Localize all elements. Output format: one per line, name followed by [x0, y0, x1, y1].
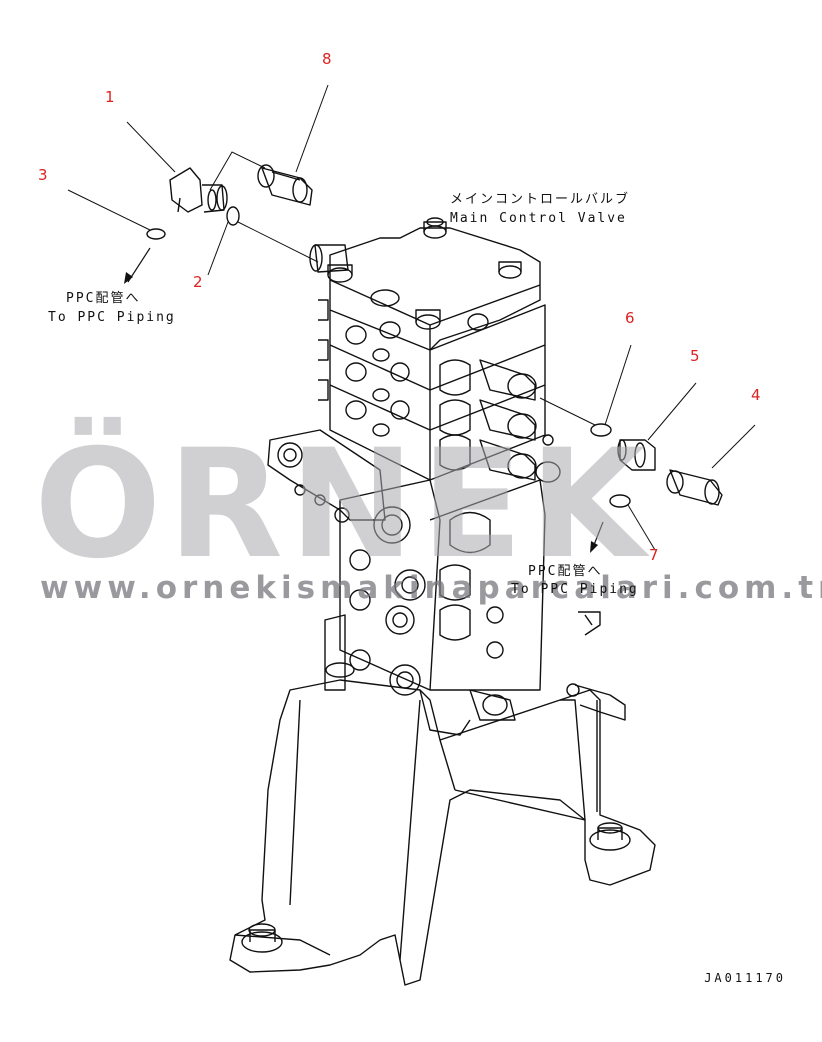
- lower-valve-section: [267, 429, 546, 736]
- label-ppc-left-en: To PPC Piping: [48, 310, 176, 325]
- drawing-reference: JA011170: [704, 971, 786, 985]
- callout-7: 7: [649, 546, 659, 564]
- part-5-fitting: [617, 439, 656, 471]
- label-ppc-right-en: To PPC Piping: [511, 582, 639, 597]
- part-1-sensor-elbow: [169, 167, 228, 213]
- arrowheads: [124, 272, 598, 553]
- part-2-o-ring: [226, 206, 240, 226]
- label-ppc-left-jp: PPC配管へ: [66, 291, 141, 306]
- label-valve-en: Main Control Valve: [450, 211, 627, 226]
- label-valve-jp: メインコントロールバルブ: [450, 192, 631, 207]
- part-3-o-ring: [146, 228, 166, 240]
- callout-8: 8: [322, 50, 332, 68]
- main-control-valve: [309, 217, 561, 483]
- callout-6: 6: [625, 309, 635, 327]
- label-ppc-right-jp: PPC配管へ: [528, 564, 603, 579]
- callout-4: 4: [751, 386, 761, 404]
- watermark-url: www.ornekismakinaparcalari.com.tr: [40, 570, 822, 606]
- part-6-o-ring: [590, 423, 612, 437]
- watermark-brand: ÖRNEK: [34, 418, 652, 592]
- callout-3: 3: [38, 166, 48, 184]
- part-4-sensor: [666, 469, 723, 506]
- part-7-o-ring: [609, 494, 631, 508]
- part-8-sensor: [257, 164, 313, 206]
- callout-5: 5: [690, 347, 700, 365]
- mounting-bracket: [229, 611, 656, 986]
- callout-2: 2: [193, 273, 203, 291]
- callout-1: 1: [105, 88, 115, 106]
